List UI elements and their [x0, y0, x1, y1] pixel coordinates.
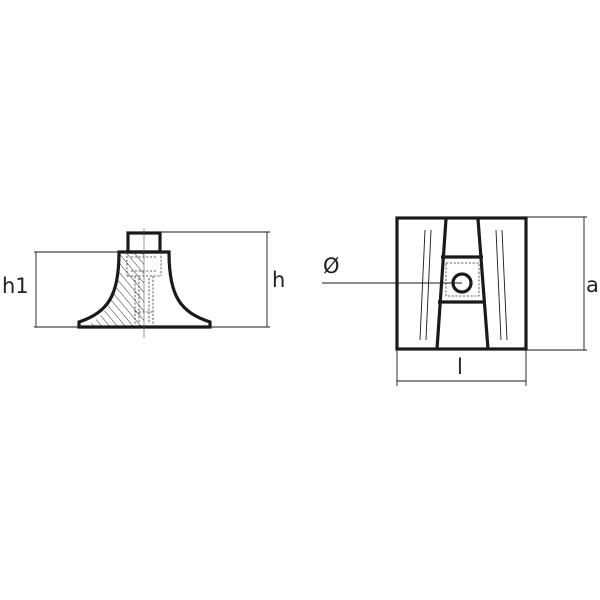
label-h: h: [272, 268, 285, 292]
side-view: h1 h: [2, 228, 285, 338]
label-diameter: Ø: [323, 254, 340, 278]
side-view-body-outline: [77, 250, 212, 329]
label-h1: h1: [2, 274, 29, 298]
dimension-l: [396, 349, 527, 386]
label-a: a: [586, 273, 599, 297]
label-l: l: [457, 355, 463, 379]
dimension-h: [160, 231, 270, 328]
dimension-h1: [34, 251, 119, 328]
top-view-slot: [435, 218, 490, 350]
dimension-a: [526, 216, 587, 351]
top-view-outline: [395, 216, 528, 351]
top-view: Ø a l: [322, 216, 599, 386]
top-view-draft-lines: [419, 229, 508, 341]
top-view-insert-hidden: [445, 262, 480, 297]
